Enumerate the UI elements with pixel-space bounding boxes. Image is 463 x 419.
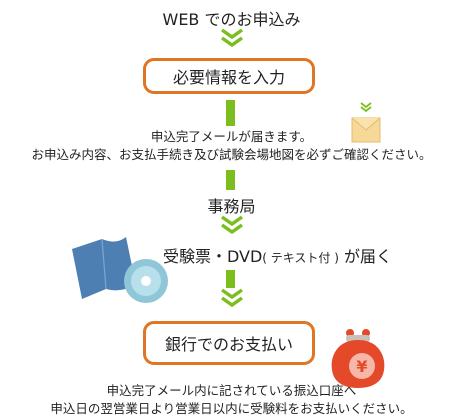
completion-mail-note-line1: 申込完了メールが届きます。 (150, 129, 313, 144)
double-chevron-down-icon (220, 28, 244, 48)
flow-connector-bar (226, 270, 235, 288)
step-receive-ticket: 受験票・DVD( テキスト付 ) が届く (46, 243, 463, 267)
step-office: 事務局 (207, 197, 256, 216)
step-bank-payment-label: 銀行でのお支払い (164, 335, 293, 354)
envelope-icon (351, 102, 381, 143)
completion-mail-note-line2: お申込み内容、お支払手続き及び試験会場地図を必ずご確認ください。 (31, 147, 432, 162)
step-enter-info-box: 必要情報を入力 (143, 58, 315, 94)
yen-symbol: ¥ (356, 357, 367, 376)
book-dvd-icon (72, 237, 168, 303)
step-web-application: WEB でのお申込み (162, 10, 301, 29)
coin-purse-icon: ¥ (331, 329, 385, 388)
completion-mail-note: 申込完了メールが届きます。 お申込み内容、お支払手続き及び試験会場地図を必ずご確… (0, 128, 463, 164)
receive-ticket-label: 受験票・DVD (162, 247, 263, 266)
step-bank-payment-box: 銀行でのお支払い (143, 321, 315, 365)
double-chevron-down-icon (220, 215, 244, 235)
flow-connector-bar (226, 100, 235, 126)
text-included-label: ( テキスト付 ) (262, 251, 339, 265)
double-chevron-down-icon (220, 288, 244, 308)
bank-transfer-note-line1: 申込完了メール内に記されている振込口座へ (106, 383, 357, 398)
step-enter-info-label: 必要情報を入力 (172, 68, 285, 87)
flow-connector-bar (226, 170, 235, 190)
bank-transfer-note: 申込完了メール内に記されている振込口座へ 申込日の翌営業日より営業日以内に受験料… (0, 382, 463, 418)
bank-transfer-note-line2: 申込日の翌営業日より営業日以内に受験料をお支払いください。 (50, 401, 413, 416)
receive-ticket-suffix: が届く (338, 247, 393, 266)
